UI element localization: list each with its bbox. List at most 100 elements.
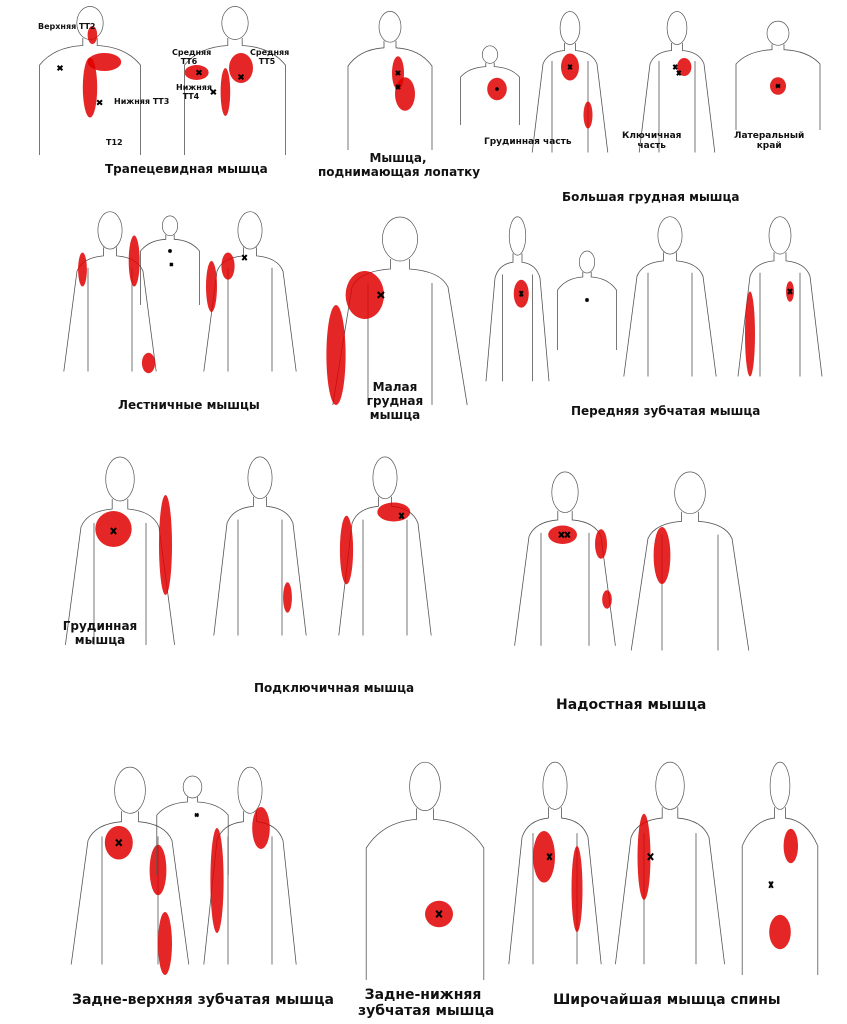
body-outline: [204, 811, 296, 964]
referred-pain-zone: [769, 914, 791, 950]
trigger-point-x-icon: [436, 911, 442, 918]
title-line: грудная: [366, 393, 424, 408]
title-line: мышца: [74, 632, 126, 647]
label-t12: T12: [106, 138, 123, 147]
trigger-point-x-icon: [396, 85, 400, 89]
head-outline: [222, 7, 248, 40]
body-figure: [330, 455, 440, 645]
body-figure: [735, 760, 825, 975]
title-pectoralis-minor: Малая грудная мышца: [355, 380, 435, 422]
head-outline: [379, 11, 401, 42]
body-figure: [605, 760, 735, 975]
body-outline: [157, 797, 228, 875]
body-outline: [615, 807, 724, 964]
body-figure: [205, 455, 315, 645]
head-outline: [552, 472, 578, 513]
title-levator-scapulae: Мышца, поднимающая лопатку: [318, 151, 481, 180]
trigger-point-x-icon: [197, 70, 202, 75]
trigger-point-x-icon: [170, 263, 173, 266]
body-outline: [738, 252, 822, 376]
body-outline: [639, 43, 715, 153]
trigger-point-x-icon: [559, 532, 564, 538]
head-outline: [543, 762, 567, 809]
trigger-point-x-icon: [648, 854, 653, 860]
title-line: поднимающая лопатку: [318, 164, 481, 179]
label-upper-tt2: Верхняя ТТ2: [38, 22, 96, 31]
body-outline: [214, 497, 306, 636]
body-figure: [340, 10, 440, 150]
label-middle-tt5: Средняя ТТ5: [250, 48, 290, 67]
trigger-point-x-icon: [239, 75, 244, 80]
title-line: зубчатая мышца: [358, 1003, 495, 1020]
label-clavicular-part: Ключичная часть: [622, 131, 681, 152]
trigger-point-x-icon: [378, 292, 384, 298]
trigger-point-x-icon: [677, 71, 681, 76]
referred-pain-zone: [78, 252, 87, 287]
head-outline: [382, 217, 417, 261]
body-outline: [509, 807, 601, 964]
body-figure: [150, 775, 235, 875]
body-outline: [71, 811, 189, 964]
body-figure: [500, 760, 610, 975]
trigger-point-x-icon: [242, 255, 246, 260]
body-outline: [185, 38, 286, 155]
referred-pain-zone: [206, 261, 217, 312]
trigger-point-x-icon: [116, 840, 122, 846]
trigger-point-x-icon: [58, 66, 63, 71]
title-sternalis: Грудинная мышца: [60, 619, 140, 648]
trigger-point-x-icon: [169, 250, 172, 253]
trigger-point-x-icon: [496, 88, 499, 90]
label-middle-tt6: Средняя ТТ6: [172, 48, 212, 67]
body-outline: [40, 38, 141, 155]
body-outline: [141, 235, 200, 305]
trigger-point-x-icon: [673, 65, 677, 70]
title-pectoralis-major: Большая грудная мышца: [562, 190, 740, 204]
body-outline: [204, 247, 296, 371]
trigger-point-x-icon: [396, 71, 400, 75]
body-outline: [486, 254, 549, 382]
body-figure: [728, 20, 828, 130]
title-serratus-anterior: Передняя зубчатая мышца: [571, 404, 761, 418]
referred-pain-zone: [571, 846, 583, 932]
head-outline: [767, 21, 789, 45]
referred-pain-zone: [128, 235, 140, 287]
referred-pain-zone: [159, 495, 172, 595]
label-lower-tt4: Нижняя ТТ4: [176, 83, 213, 102]
referred-pain-zone: [783, 828, 798, 864]
label-lower-tt3: Нижняя ТТ3: [114, 97, 170, 106]
referred-pain-zone: [345, 271, 384, 319]
head-outline: [183, 776, 202, 798]
head-outline: [115, 767, 146, 813]
head-outline: [658, 217, 682, 254]
referred-pain-zone: [637, 813, 651, 900]
title-subclavius: Подключичная мышца: [254, 681, 415, 695]
body-outline: [742, 807, 818, 975]
body-figure: [480, 215, 555, 390]
title-serratus-posterior-inferior: Задне-нижняя зубчатая мышца: [358, 987, 495, 1020]
trigger-point-x-icon: [97, 100, 102, 105]
referred-pain-zone: [653, 527, 671, 584]
title-scalene: Лестничные мышцы: [118, 398, 260, 412]
body-figure: [55, 210, 165, 374]
referred-pain-zone: [395, 77, 415, 111]
trigger-point-x-icon: [547, 854, 551, 860]
head-outline: [248, 457, 272, 499]
body-figure: [552, 250, 622, 350]
trigger-point-x-icon: [568, 65, 572, 70]
title-serratus-posterior-superior: Задне-верхняя зубчатая мышца: [72, 992, 334, 1008]
body-outline: [558, 272, 617, 350]
referred-pain-zone: [326, 305, 346, 405]
body-figure: [175, 5, 295, 155]
referred-pain-zone: [149, 844, 167, 896]
body-figure: [615, 215, 725, 385]
referred-pain-zone: [533, 830, 555, 883]
trigger-point-x-icon: [111, 528, 116, 534]
head-outline: [769, 217, 791, 254]
referred-pain-zone: [82, 57, 98, 118]
title-trapezius: Трапецевидная мышца: [105, 162, 268, 176]
trigger-point-x-icon: [776, 84, 780, 87]
head-outline: [238, 767, 262, 813]
body-figure: [135, 215, 205, 305]
referred-pain-zone: [595, 529, 607, 559]
